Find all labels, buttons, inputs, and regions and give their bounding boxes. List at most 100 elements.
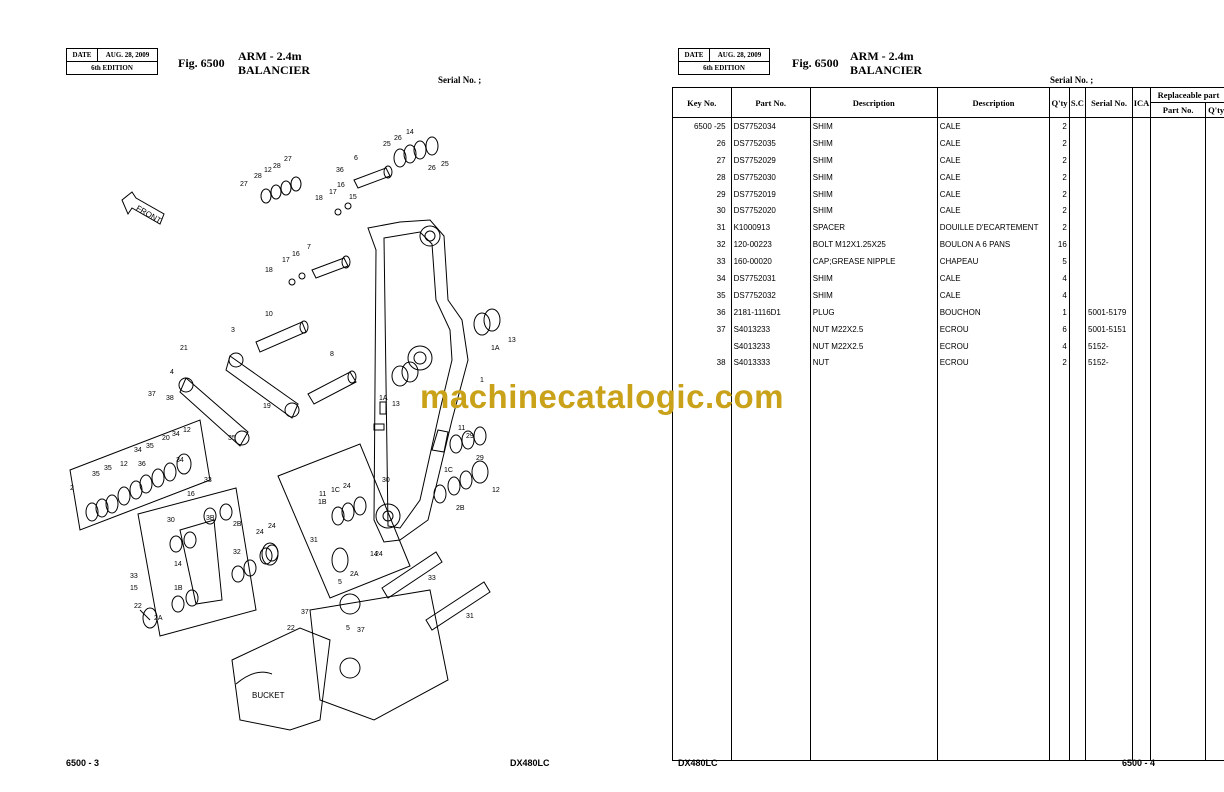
header-replaceable: Replaceable part	[1149, 87, 1224, 103]
cell-desc-en: SHIM	[809, 185, 938, 203]
cell-rep-qty	[1205, 185, 1224, 203]
figure-title: ARM - 2.4m BALANCIER	[238, 49, 310, 77]
footer-model: DX480LC	[678, 758, 718, 768]
cell-rep-part	[1149, 354, 1207, 372]
cell-serial	[1085, 236, 1133, 254]
callout-label: 1B	[318, 499, 327, 506]
callout-label: 22	[134, 603, 142, 610]
cell-part: 120-00223	[730, 236, 811, 254]
cell-ica	[1131, 185, 1151, 203]
callout-label: 37	[301, 609, 309, 616]
cell-rep-part	[1149, 320, 1207, 338]
cell-key: 35	[672, 286, 732, 304]
cell-key: 37	[672, 320, 732, 338]
callout-label: 1C	[444, 467, 453, 474]
serial-label: Serial No. ;	[438, 75, 482, 85]
date-label: DATE	[67, 49, 98, 61]
callout-label: 1	[480, 377, 484, 384]
callout-label: 27	[284, 156, 292, 163]
callout-label: 25	[441, 161, 449, 168]
parts-table: Key No. Part No. Description Description…	[672, 87, 1224, 762]
cell-key: 28	[672, 168, 732, 186]
title-fr: BALANCIER	[238, 63, 311, 77]
callout-label: 35	[228, 435, 236, 442]
cell-ica	[1131, 117, 1151, 135]
cell-serial	[1085, 151, 1133, 169]
cell-key	[672, 337, 732, 355]
empty-cell	[936, 371, 1051, 762]
cell-serial	[1085, 219, 1133, 237]
links	[178, 352, 300, 447]
cell-key: 26	[672, 134, 732, 152]
cell-desc-fr: ECROU	[936, 337, 1051, 355]
empty-cell	[730, 371, 811, 762]
callout-label: 19	[263, 403, 271, 410]
cell-ica	[1131, 337, 1151, 355]
cell-key: 30	[672, 202, 732, 220]
cell-desc-fr: CALE	[936, 134, 1051, 152]
cell-sc	[1068, 337, 1087, 355]
cell-desc-en: SHIM	[809, 117, 938, 135]
callout-label: 26	[428, 165, 436, 172]
cell-ica	[1131, 303, 1151, 321]
callout-label: 1A	[491, 345, 500, 352]
cell-key: 29	[672, 185, 732, 203]
cell-key: 32	[672, 236, 732, 254]
callout-label: 29	[476, 455, 484, 462]
callout-label: 28	[273, 163, 281, 170]
cell-rep-part	[1149, 253, 1207, 271]
figure-number: Fig. 6500	[178, 56, 225, 70]
callout-label: 30	[167, 517, 175, 524]
title-en: ARM - 2.4m	[850, 49, 914, 63]
cell-rep-qty	[1205, 168, 1224, 186]
callout-label: 22	[287, 625, 295, 632]
upper-pins	[260, 136, 439, 286]
callout-label: 2B	[233, 521, 242, 528]
callout-label: 12	[264, 167, 272, 174]
cell-sc	[1068, 168, 1087, 186]
cell-part: S4013333	[730, 354, 811, 372]
callout-label: 13	[508, 337, 516, 344]
cell-desc-en: SHIM	[809, 270, 938, 287]
callout-label: 32	[233, 549, 241, 556]
cell-serial	[1085, 168, 1133, 186]
cell-ica	[1131, 286, 1151, 304]
cell-part: DS7752034	[730, 117, 811, 135]
cell-rep-qty	[1205, 337, 1224, 355]
callout-label: 18	[315, 195, 323, 202]
callout-label: 5	[346, 625, 350, 632]
callout-label: 28	[254, 173, 262, 180]
cell-rep-part	[1149, 202, 1207, 220]
callout-label: 3	[231, 327, 235, 334]
callout-label: 12	[183, 427, 191, 434]
cell-serial	[1085, 202, 1133, 220]
bucket-area	[139, 426, 491, 731]
cell-sc	[1068, 354, 1087, 372]
cell-serial	[1085, 185, 1133, 203]
cell-serial: 5152-	[1085, 337, 1133, 355]
callout-label: 31	[310, 537, 318, 544]
cell-part: 2181-1116D1	[730, 303, 811, 321]
callout-label: 21	[180, 345, 188, 352]
callout-label: 10	[265, 311, 273, 318]
callout-label: 24	[343, 483, 351, 490]
cell-ica	[1131, 219, 1151, 237]
callout-label: 16	[337, 182, 345, 189]
cell-part: DS7752030	[730, 168, 811, 186]
cell-rep-part	[1149, 303, 1207, 321]
empty-cell	[809, 371, 938, 762]
cell-desc-fr: CALE	[936, 117, 1051, 135]
callout-label: 36	[138, 461, 146, 468]
header-part: Part No.	[730, 87, 811, 118]
cell-sc	[1068, 134, 1087, 152]
callout-label: 20	[162, 435, 170, 442]
cell-rep-part	[1149, 337, 1207, 355]
callout-label: 18	[265, 267, 273, 274]
callout-label: 11	[458, 425, 465, 432]
